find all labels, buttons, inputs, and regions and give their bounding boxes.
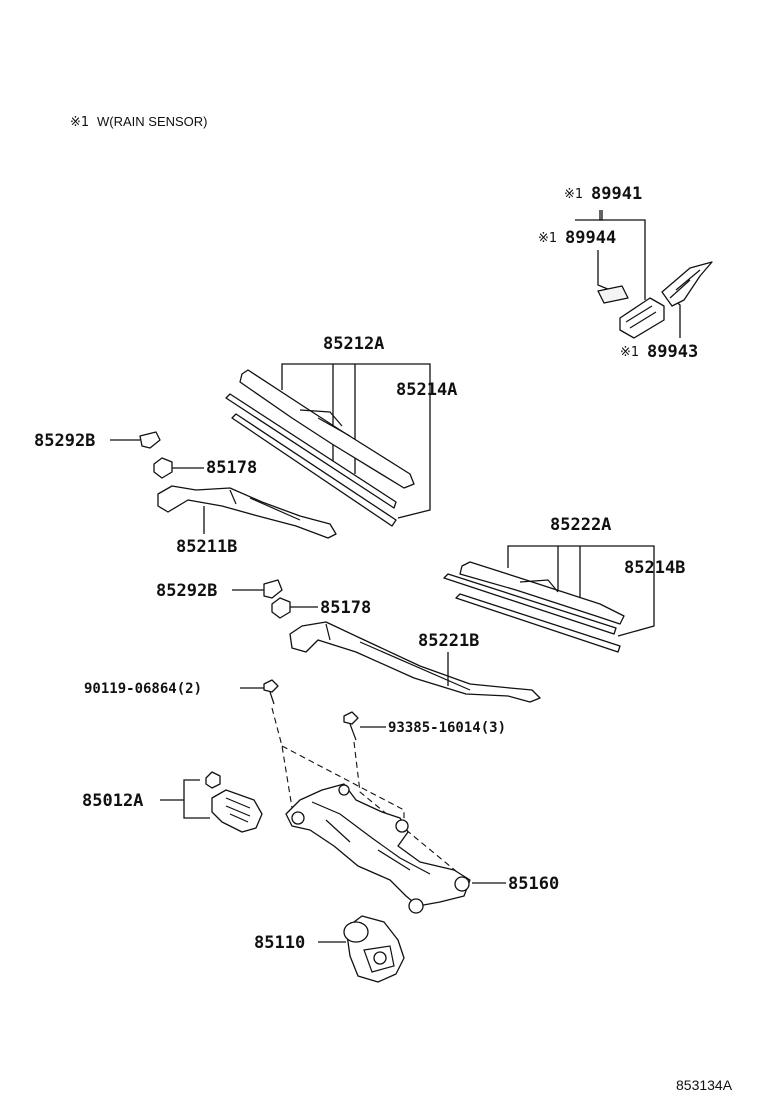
- callout-85110: 85110: [254, 933, 305, 953]
- nut-85178-2: [271, 597, 291, 619]
- link-bracket-group: 85160: [285, 783, 559, 914]
- callout-89944-prefix: ※1: [538, 231, 557, 246]
- bolt-90119: [263, 679, 279, 693]
- callout-85222A: 85222A: [550, 515, 611, 535]
- callout-85214B: 85214B: [624, 558, 685, 578]
- wiper-refill-85214B: [443, 573, 617, 635]
- callout-89941: 89941: [591, 184, 642, 204]
- wiper-blade-85222A: [459, 561, 625, 625]
- rain-sensor-89941: [619, 297, 665, 339]
- callout-85160: 85160: [508, 874, 559, 894]
- callout-85292B-2: 85292B: [156, 581, 217, 601]
- callout-93385: 93385-16014(3): [388, 720, 506, 736]
- diagram-ref-code: 853134A: [676, 1077, 733, 1093]
- sensor-cover-89943: [661, 261, 713, 307]
- wiper-blade-85212A: [239, 369, 415, 489]
- callout-89941-prefix: ※1: [564, 187, 583, 202]
- callout-89943-prefix: ※1: [620, 345, 639, 360]
- motor-group: 85110: [254, 915, 405, 983]
- nut-85178: [153, 457, 173, 479]
- callout-85012A: 85012A: [82, 791, 143, 811]
- connector-seal: [205, 771, 221, 789]
- callout-90119: 90119-06864(2): [84, 681, 202, 697]
- callout-85211B: 85211B: [176, 537, 237, 557]
- front-blade-driver-group: 85212A 85214A: [225, 334, 457, 527]
- arm-cap-85292B-2: [263, 579, 283, 599]
- wiper-refill-85214A: [225, 393, 397, 509]
- front-blade-passenger-group: 85222A 85214B: [443, 515, 685, 653]
- note-text: W(RAIN SENSOR): [97, 114, 208, 129]
- front-arm-passenger-group: 85292B 85178 85221B: [156, 579, 541, 703]
- connector-group: 85012A: [82, 771, 263, 833]
- note-symbol: ※1: [70, 115, 89, 130]
- bolt-93385: [343, 711, 359, 725]
- callout-85292B-1: 85292B: [34, 431, 95, 451]
- callout-85212A: 85212A: [323, 334, 384, 354]
- bolts-group: 90119-06864(2) 93385-16014(3): [84, 679, 506, 741]
- wiper-arm-85221B: [289, 621, 541, 703]
- rain-sensor-group: ※1 89941 ※1 89944 ※1 89943: [538, 184, 713, 362]
- callout-89944: 89944: [565, 228, 616, 248]
- callout-85221B: 85221B: [418, 631, 479, 651]
- wiper-arm-85211B: [157, 485, 337, 539]
- wiper-link-85160: [285, 783, 471, 907]
- sensor-pad-89944: [597, 285, 629, 304]
- arm-cap-85292B: [139, 431, 161, 449]
- callout-85214A: 85214A: [396, 380, 457, 400]
- callout-85178-2: 85178: [320, 598, 371, 618]
- callout-85178-1: 85178: [206, 458, 257, 478]
- front-arm-driver-group: 85292B 85178 85211B: [34, 431, 337, 557]
- callout-89943: 89943: [647, 342, 698, 362]
